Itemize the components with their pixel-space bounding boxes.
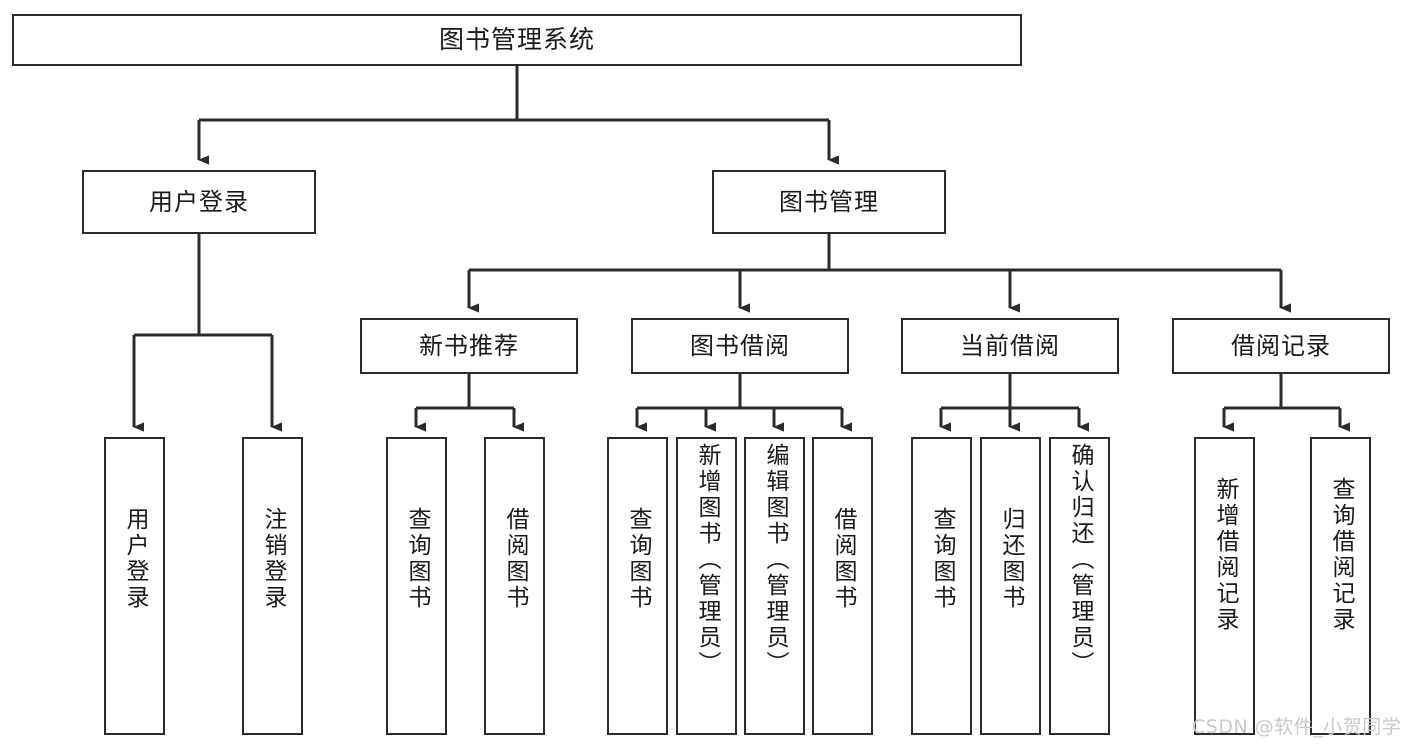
leaf-edit-book-admin[interactable]: 编辑图书（管理员） [744,437,805,735]
leaf-query-borrow-record[interactable]: 查询借阅记录 [1310,437,1371,735]
leaf-user-login[interactable]: 用户登录 [104,437,165,735]
node-label: 借阅图书 [830,507,856,611]
leaf-query-book-3[interactable]: 查询图书 [911,437,972,735]
node-label: 图书管理 [779,187,879,216]
node-label: 编辑图书（管理员） [762,443,788,677]
node-book-borrowing[interactable]: 图书借阅 [631,318,849,374]
leaf-query-book-2[interactable]: 查询图书 [607,437,668,735]
node-current-borrowing[interactable]: 当前借阅 [901,318,1119,374]
leaf-borrow-book-1[interactable]: 借阅图书 [484,437,545,735]
leaf-add-book-admin[interactable]: 新增图书（管理员） [676,437,737,735]
leaf-borrow-book-2[interactable]: 借阅图书 [812,437,873,735]
node-new-book-recommendation[interactable]: 新书推荐 [360,318,578,374]
node-label: 图书管理系统 [438,25,595,54]
node-book-management[interactable]: 图书管理 [712,170,946,234]
leaf-query-book-1[interactable]: 查询图书 [386,437,447,735]
node-label: 新增借阅记录 [1212,477,1238,633]
node-label: 查询图书 [404,507,430,611]
node-label: 当前借阅 [960,331,1060,360]
node-label: 图书借阅 [690,331,790,360]
leaf-add-borrow-record[interactable]: 新增借阅记录 [1194,437,1255,735]
leaf-confirm-return-admin[interactable]: 确认归还（管理员） [1049,437,1110,735]
node-label: 新增图书（管理员） [694,443,720,677]
node-borrowing-record[interactable]: 借阅记录 [1172,318,1390,374]
csdn-watermark: CSDN @软件_小贺同学 [1192,716,1402,738]
node-label: 查询借阅记录 [1328,477,1354,633]
node-root-book-management-system[interactable]: 图书管理系统 [12,14,1022,66]
node-label: 查询图书 [625,507,651,611]
node-label: 注销登录 [260,507,286,611]
node-user-login[interactable]: 用户登录 [82,170,316,234]
node-label: 新书推荐 [419,331,519,360]
node-label: 借阅记录 [1231,331,1331,360]
node-label: 用户登录 [122,507,148,611]
node-label: 确认归还（管理员） [1067,443,1093,677]
leaf-return-book[interactable]: 归还图书 [980,437,1041,735]
node-label: 查询图书 [929,507,955,611]
node-label: 归还图书 [998,507,1024,611]
node-label: 借阅图书 [502,507,528,611]
node-label: 用户登录 [149,187,249,216]
leaf-logout[interactable]: 注销登录 [242,437,303,735]
